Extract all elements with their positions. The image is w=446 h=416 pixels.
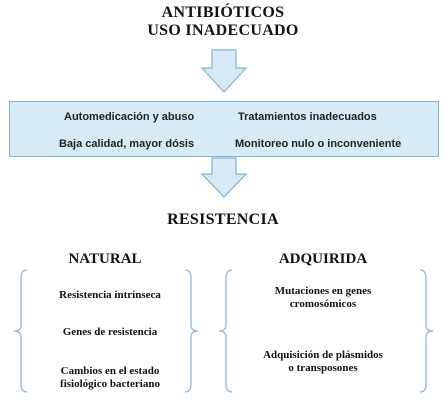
down-arrow-bottom	[200, 157, 248, 198]
adquirida-item-plasmidos: Adquisición de plásmidos o transposones	[228, 349, 418, 375]
natural-item-text: Cambios en el estado	[60, 365, 160, 377]
natural-item-text: Resistencia intrínseca	[59, 289, 161, 301]
natural-item-text: Genes de resistencia	[62, 326, 158, 338]
natural-item-resistencia: Resistencia intrínseca	[30, 289, 190, 302]
causes-box	[9, 101, 439, 157]
natural-item-cambios: Cambios en el estado fisiológico bacteri…	[30, 365, 190, 391]
title-line-1: ANTIBIÓTICOS	[161, 4, 285, 21]
resistencia-heading: RESISTENCIA	[167, 211, 279, 228]
adquirida-item-mutaciones: Mutaciones en genes cromosómicos	[228, 285, 418, 311]
natural-right-bracket	[184, 269, 199, 393]
adquirida-right-bracket	[419, 269, 434, 393]
adquirida-item-text: Mutaciones en genes	[274, 285, 372, 297]
adquirida-item-text: Adquisición de plásmidos	[263, 349, 383, 361]
title-line-2: USO INADECUADO	[147, 22, 299, 39]
cause-monitoreo: Monitoreo nulo o inconveniente	[235, 138, 402, 150]
adquirida-heading: ADQUIRIDA	[278, 251, 368, 267]
cause-baja-calidad: Baja calidad, mayor dósis	[59, 138, 195, 150]
natural-left-bracket	[13, 269, 28, 393]
adquirida-item-text: cromosómicos	[289, 298, 357, 310]
adquirida-item-text: o transposones	[288, 362, 358, 374]
natural-heading: NATURAL	[68, 251, 142, 267]
down-arrow-top	[200, 49, 248, 93]
natural-item-genes: Genes de resistencia	[30, 326, 190, 339]
cause-automedicacion: Automedicación y abuso	[64, 111, 195, 123]
adquirida-left-bracket	[218, 269, 233, 393]
natural-item-text: fisiológico bacteriano	[60, 378, 160, 390]
cause-tratamientos: Tratamientos inadecuados	[238, 111, 377, 123]
